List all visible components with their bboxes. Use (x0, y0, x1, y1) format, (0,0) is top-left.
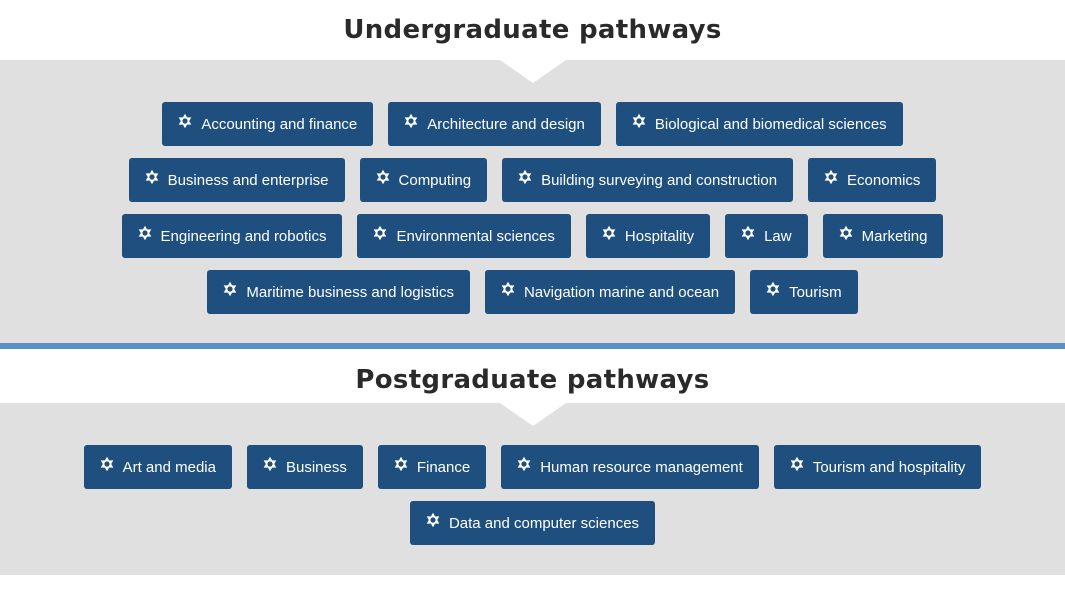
pathway-label: Hospitality (624, 227, 695, 245)
star-of-david-icon (222, 281, 238, 297)
star-of-david-icon (372, 225, 388, 241)
star-of-david-icon (789, 456, 805, 472)
pathway-button-finance[interactable]: Finance (377, 445, 487, 489)
undergraduate-pathways-panel: Accounting and finance Architecture and d… (0, 60, 1065, 343)
section-divider (0, 343, 1065, 357)
star-of-david-icon (838, 225, 854, 241)
pathway-label: Data and computer sciences (448, 514, 640, 532)
star-of-david-icon (631, 113, 647, 129)
star-of-david-icon (425, 512, 441, 528)
pathway-button-economics[interactable]: Economics (808, 158, 937, 202)
footer-spacer (0, 575, 1065, 586)
pathway-button-art-and-media[interactable]: Art and media (83, 445, 232, 489)
pathway-button-marketing[interactable]: Marketing (822, 214, 944, 258)
pathway-row: Maritime business and logistics Navigatio… (207, 270, 858, 314)
star-of-david-icon (601, 225, 617, 241)
pathway-button-hospitality[interactable]: Hospitality (585, 214, 711, 258)
pathway-button-business[interactable]: Business (246, 445, 363, 489)
star-of-david-icon (144, 169, 160, 185)
pathway-button-building-surveying-and-construction[interactable]: Building surveying and construction (502, 158, 794, 202)
pathway-label: Tourism (789, 283, 842, 301)
pathway-label: Engineering and robotics (160, 227, 327, 245)
pathway-row: Art and media Business Finance Human resour… (83, 445, 982, 489)
pathway-button-computing[interactable]: Computing (359, 158, 488, 202)
pathway-label: Navigation marine and ocean (523, 283, 720, 301)
pathway-label: Human resource management (540, 458, 743, 476)
pathway-button-environmental-sciences[interactable]: Environmental sciences (357, 214, 571, 258)
pathway-row: Data and computer sciences (409, 501, 656, 545)
star-of-david-icon (500, 281, 516, 297)
star-of-david-icon (99, 456, 115, 472)
pathway-button-business-and-enterprise[interactable]: Business and enterprise (128, 158, 345, 202)
pathway-button-human-resource-management[interactable]: Human resource management (501, 445, 759, 489)
pathway-button-accounting-and-finance[interactable]: Accounting and finance (162, 102, 374, 146)
pathway-row: Accounting and finance Architecture and d… (162, 102, 903, 146)
pathway-label: Business and enterprise (167, 171, 329, 189)
star-of-david-icon (403, 113, 419, 129)
pathway-button-tourism-and-hospitality[interactable]: Tourism and hospitality (773, 445, 982, 489)
star-of-david-icon (262, 456, 278, 472)
undergraduate-header: Undergraduate pathways (0, 0, 1065, 60)
pathway-button-navigation-marine-and-ocean[interactable]: Navigation marine and ocean (484, 270, 736, 314)
pathway-label: Maritime business and logistics (246, 283, 454, 301)
pathway-label: Economics (847, 171, 921, 189)
pathway-button-maritime-business-and-logistics[interactable]: Maritime business and logistics (207, 270, 470, 314)
star-of-david-icon (177, 113, 193, 129)
star-of-david-icon (823, 169, 839, 185)
star-of-david-icon (137, 225, 153, 241)
pathway-label: Building surveying and construction (541, 171, 778, 189)
star-of-david-icon (393, 456, 409, 472)
pathway-row: Engineering and robotics Environmental sc… (121, 214, 944, 258)
pathway-button-law[interactable]: Law (725, 214, 808, 258)
pathway-button-architecture-and-design[interactable]: Architecture and design (388, 102, 601, 146)
pathway-label: Tourism and hospitality (812, 458, 966, 476)
pathway-label: Computing (398, 171, 472, 189)
star-of-david-icon (375, 169, 391, 185)
pathway-label: Finance (416, 458, 471, 476)
star-of-david-icon (765, 281, 781, 297)
pathway-label: Marketing (861, 227, 928, 245)
pathway-row: Business and enterprise Computing Building… (128, 158, 937, 202)
pathway-label: Law (764, 227, 792, 245)
star-of-david-icon (516, 456, 532, 472)
undergraduate-title: Undergraduate pathways (343, 15, 722, 45)
pathway-label: Environmental sciences (396, 227, 555, 245)
pathway-button-data-and-computer-sciences[interactable]: Data and computer sciences (409, 501, 656, 545)
postgraduate-header: Postgraduate pathways (0, 357, 1065, 403)
postgraduate-pathways-panel: Art and media Business Finance Human resour… (0, 403, 1065, 575)
pathway-label: Accounting and finance (201, 115, 358, 133)
pathway-label: Art and media (122, 458, 216, 476)
pathway-label: Business (285, 458, 347, 476)
star-of-david-icon (740, 225, 756, 241)
postgraduate-title: Postgraduate pathways (355, 365, 710, 395)
pathway-label: Biological and biomedical sciences (654, 115, 887, 133)
star-of-david-icon (517, 169, 533, 185)
pathway-button-tourism[interactable]: Tourism (750, 270, 858, 314)
pathway-button-biological-and-biomedical-sciences[interactable]: Biological and biomedical sciences (615, 102, 903, 146)
pathway-label: Architecture and design (427, 115, 585, 133)
pathway-button-engineering-and-robotics[interactable]: Engineering and robotics (121, 214, 343, 258)
